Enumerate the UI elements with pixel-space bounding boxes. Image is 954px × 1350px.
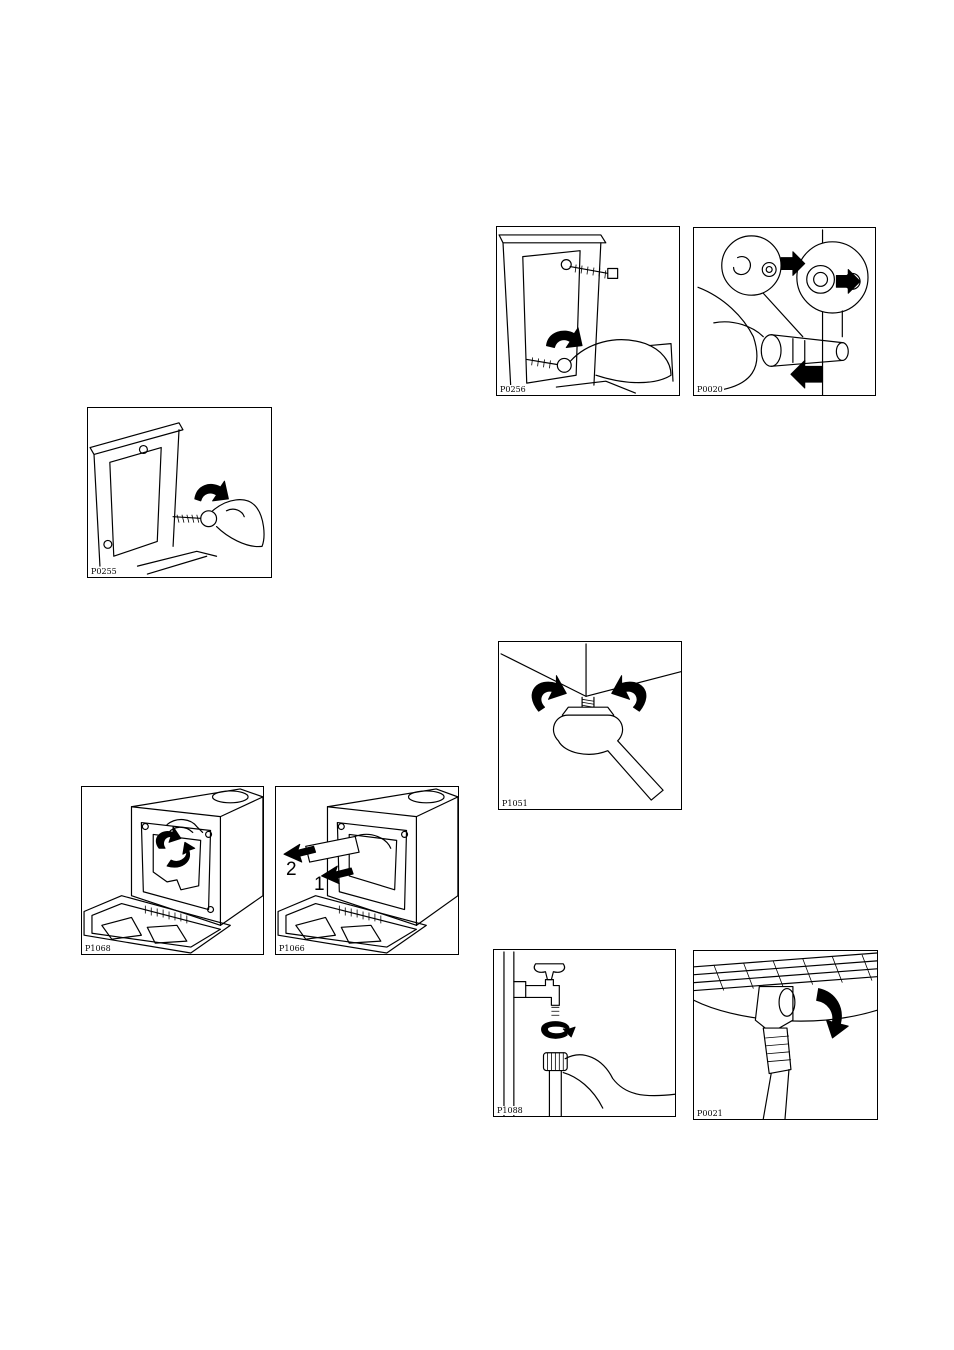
remove-transit-bolts-illustration xyxy=(497,227,679,395)
figure-p0255: P0255 xyxy=(87,407,272,578)
connect-hose-to-machine-illustration xyxy=(694,951,877,1119)
step-label-1: 1 xyxy=(314,875,325,894)
figure-p1088: P1088 xyxy=(493,949,676,1117)
connect-hose-to-tap-illustration xyxy=(494,950,675,1116)
figure-p0020: P0020 xyxy=(693,227,876,396)
rear-bracket-rotate-illustration xyxy=(82,787,263,954)
figure-code: P1088 xyxy=(497,1106,524,1115)
step-label-2: 2 xyxy=(286,860,297,879)
figure-p1051: P1051 xyxy=(498,641,682,810)
figure-p0021: P0021 xyxy=(693,950,878,1120)
figure-code: P0020 xyxy=(697,385,724,394)
insert-hole-caps-illustration xyxy=(694,228,875,395)
adjust-foot-wrench-illustration xyxy=(499,642,681,809)
figure-code: P1068 xyxy=(85,944,112,953)
rear-bracket-pull-out-illustration xyxy=(276,787,458,954)
figure-code: P1051 xyxy=(502,799,529,808)
figure-p0256: P0256 xyxy=(496,226,680,396)
figure-code: P0256 xyxy=(500,385,527,394)
figure-code: P1066 xyxy=(279,944,306,953)
unscrew-transit-bolt-illustration xyxy=(88,408,271,577)
figure-p1068: P1068 xyxy=(81,786,264,955)
figure-code: P0255 xyxy=(91,567,118,576)
figure-code: P0021 xyxy=(697,1109,724,1118)
figure-p1066: 2 1 P1066 xyxy=(275,786,459,955)
